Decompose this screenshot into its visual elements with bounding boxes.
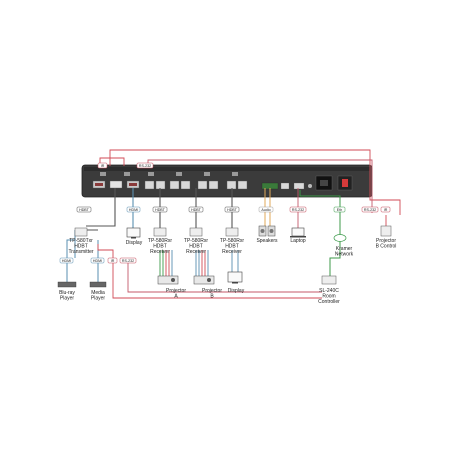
laptop-device: Laptop (290, 227, 306, 244)
speakers-device: Speakers (256, 225, 278, 244)
svg-text:IR: IR (101, 164, 105, 168)
hdbt-in-port (109, 180, 123, 189)
svg-text:Eth: Eth (337, 208, 342, 212)
laptop-label: Laptop (290, 238, 306, 244)
display-device: Display (126, 227, 143, 246)
speakers-label: Speakers (256, 238, 278, 244)
display-2-label: Display (228, 288, 245, 294)
lan-port (293, 182, 305, 190)
svg-text:Audio: Audio (261, 208, 270, 212)
display-2-device: Display (227, 271, 245, 294)
tag-rs232-laptop: RS-232 (289, 206, 307, 213)
svg-text:HDMI: HDMI (62, 259, 71, 263)
display-label: Display (126, 240, 143, 246)
tag-ir-top: IR (97, 162, 108, 169)
svg-text:RS-232: RS-232 (292, 208, 304, 212)
tag-hdbt-tx: HDBT (76, 206, 92, 213)
svg-text:HDBT: HDBT (155, 208, 166, 212)
tag-hdbt-rx1: HDBT (152, 206, 168, 213)
tag-hdbt-rx3: HDBT (224, 206, 240, 213)
svg-text:HDBT: HDBT (191, 208, 202, 212)
tag-hdmi-media: HDMI (90, 257, 105, 264)
tag-audio: Audio (258, 206, 274, 213)
svg-text:IR: IR (111, 259, 115, 263)
svg-text:HDMI: HDMI (129, 208, 138, 212)
tag-hdmi-bluray: HDMI (59, 257, 74, 264)
tag-rs232-right: RS-232 (361, 206, 379, 213)
tag-rs232-mid: RS-232 (119, 257, 137, 264)
tag-eth: Eth (333, 206, 346, 213)
svg-text:IR: IR (384, 208, 388, 212)
svg-text:HDBT: HDBT (227, 208, 238, 212)
svg-text:RS-232: RS-232 (139, 164, 151, 168)
tag-rs232-top: RS-232 (136, 162, 154, 169)
tag-hdmi-display: HDMI (126, 206, 141, 213)
svg-text:RS-232: RS-232 (364, 208, 376, 212)
svg-text:HDBT: HDBT (79, 208, 90, 212)
svg-text:HDMI: HDMI (93, 259, 102, 263)
main-unit (81, 164, 373, 198)
tag-ir-right: IR (380, 206, 391, 213)
tag-hdbt-rx2: HDBT (188, 206, 204, 213)
tag-ir-mid: IR (107, 257, 118, 264)
svg-text:RS-232: RS-232 (122, 259, 134, 263)
